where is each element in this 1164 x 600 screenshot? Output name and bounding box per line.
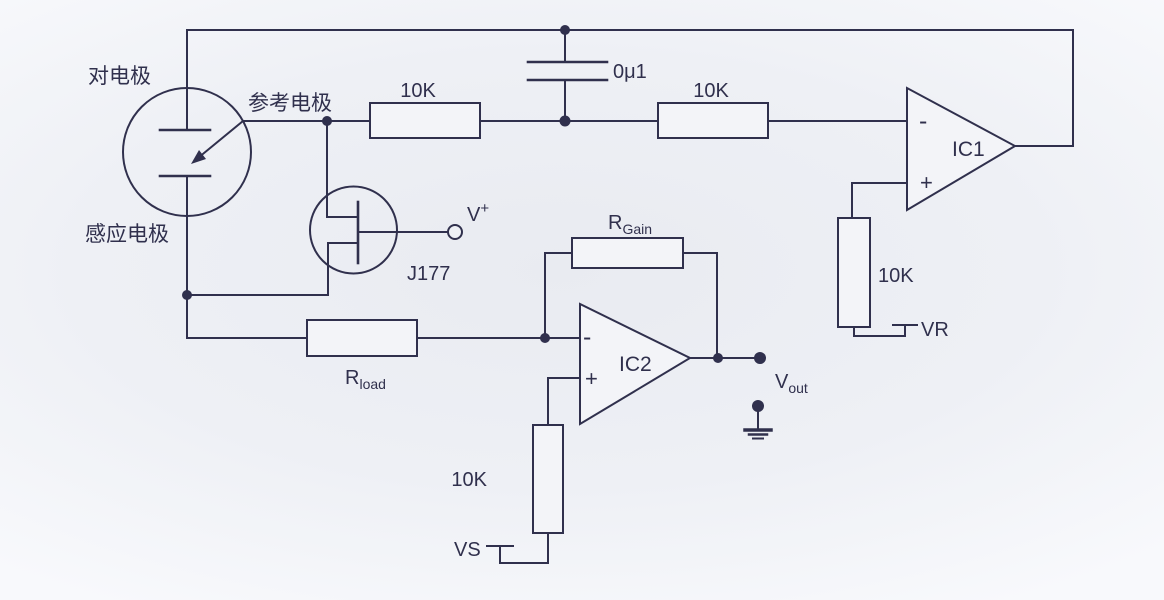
resistor-r2-value: 10K [693, 80, 729, 102]
wire-ic1-output [1014, 29, 1074, 147]
junction-dot [713, 353, 723, 363]
gas-sensor-cell: 对电极 参考电极 感应电极 [85, 65, 332, 246]
ic2-label: IC2 [619, 353, 652, 376]
wire-vr-lead [853, 324, 906, 337]
rload-label-sub: load [359, 376, 385, 392]
resistor-r2: 10K [657, 80, 769, 139]
vout-label: Vout [775, 371, 808, 396]
resistor-vs-value: 10K [451, 469, 487, 491]
vplus-label: V+ [467, 200, 489, 226]
resistor-rgain-label: RGain [608, 212, 652, 237]
wire-feedback-right [682, 252, 718, 359]
vs-label: VS [454, 539, 481, 561]
junction-dot [560, 25, 570, 35]
capacitor: 0μ1 [526, 60, 647, 83]
resistor-rload-body [306, 319, 418, 357]
vout-terminal-dot [754, 352, 766, 364]
junction-dot [559, 115, 571, 127]
vplus-terminal-circle [447, 224, 463, 240]
ic1-noninverting-sign: + [920, 170, 933, 195]
rgain-label-sub: Gain [622, 221, 652, 237]
vplus-label-sup: + [480, 200, 489, 217]
vr-label: VR [921, 319, 949, 341]
sensing-electrode-label: 感应电极 [85, 223, 169, 246]
ic1-inverting-sign: - [919, 107, 927, 135]
resistor-vr-body [837, 217, 871, 328]
reference-electrode-label: 参考电极 [248, 92, 332, 115]
junction-dot [182, 290, 192, 300]
ic2-noninverting-sign: + [585, 366, 598, 391]
capacitor-value-label: 0μ1 [613, 61, 647, 83]
resistor-rgain-body [571, 237, 684, 269]
reference-arrow-head [191, 150, 206, 164]
vplus-label-base: V [467, 204, 481, 226]
junction-dot [540, 333, 550, 343]
jfet-body-circle [309, 185, 398, 275]
wire-ic2-noninverting [547, 377, 581, 426]
ground-symbol [743, 400, 773, 440]
sensor-body-circle [122, 87, 252, 217]
resistor-vr-value: 10K [878, 265, 914, 287]
ic1-label: IC1 [952, 138, 985, 161]
resistor-rgain: RGain [571, 212, 684, 269]
resistor-vs: 10K [451, 424, 564, 534]
wire-ic1-noninverting [851, 182, 908, 219]
rgain-label-base: R [608, 212, 622, 234]
opamp-ic2: - + IC2 [579, 302, 693, 426]
resistor-r1: 10K [369, 80, 481, 139]
wire-vs-lead [499, 532, 549, 564]
resistor-rload: Rload [306, 319, 418, 392]
jfet-part-label: J177 [407, 263, 450, 285]
opamp-ic1: - + IC1 [906, 86, 1018, 212]
resistor-rload-label: Rload [345, 367, 386, 392]
wire-jfet-drain-lead [326, 120, 359, 218]
resistor-vr: 10K [837, 217, 914, 328]
counter-electrode-label: 对电极 [88, 65, 151, 88]
ground-node-dot [752, 400, 764, 412]
opamp-ic1-triangle [906, 86, 1018, 212]
junction-dot [322, 116, 332, 126]
opamp-ic2-triangle [579, 302, 693, 426]
resistor-r2-body [657, 102, 769, 139]
resistor-r1-body [369, 102, 481, 139]
vout-label-base: V [775, 371, 789, 393]
wire-feedback-left [544, 252, 573, 339]
reference-arrow-shaft [196, 119, 245, 160]
resistor-vs-body [532, 424, 564, 534]
wire-jfet-source-lead [186, 242, 359, 296]
vout-label-sub: out [788, 380, 808, 396]
junction-dots [182, 25, 766, 364]
resistor-r1-value: 10K [400, 80, 436, 102]
ic2-inverting-sign: - [583, 323, 591, 351]
wires [186, 29, 1074, 564]
jfet-j177: J177 V+ [309, 185, 489, 285]
terminal-labels: VR VS Vout [454, 319, 949, 561]
rload-label-base: R [345, 367, 359, 389]
